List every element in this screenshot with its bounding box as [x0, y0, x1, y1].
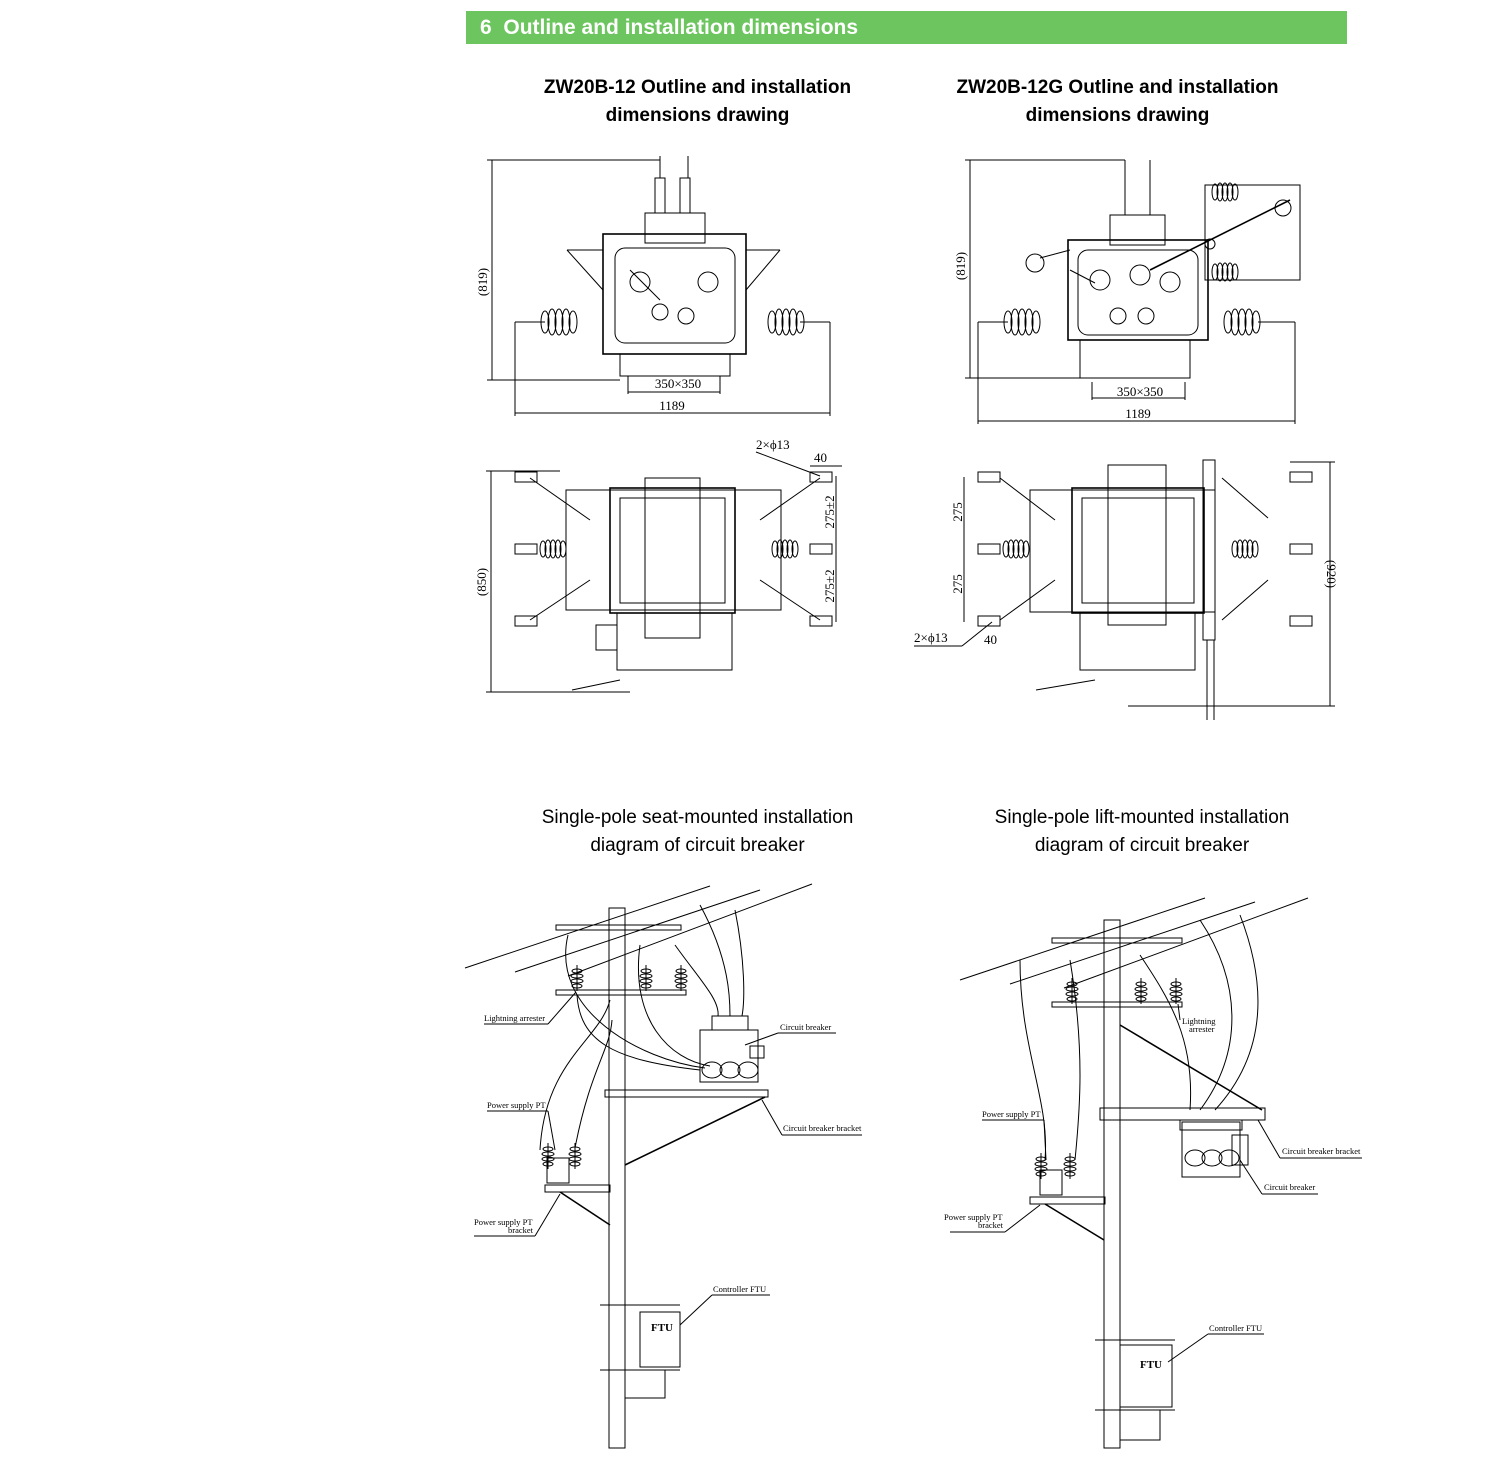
lift-label-arrester-2: arrester [1189, 1024, 1215, 1034]
zw20b12-spacing-top: 275±2 [822, 495, 837, 528]
zw20b12g-height-dim: (819) [953, 252, 968, 280]
zw20b12g-title: ZW20B-12G Outline and installation dimen… [956, 77, 1279, 126]
zw20b12-top-view: (850) 275±2 275±2 2×ϕ13 40 [474, 437, 842, 693]
lift-label-breaker: Circuit breaker [1264, 1182, 1315, 1192]
zw20b12-base-dim: 350×350 [655, 376, 701, 391]
seat-ftu-box-label: FTU [651, 1322, 673, 1334]
zw20b12-height-dim: (819) [475, 268, 490, 296]
seat-label-pt: Power supply PT [487, 1100, 546, 1110]
zw20b12-front-view: (819) 350×350 1189 [475, 156, 831, 416]
zw20b12g-depth-dim: (920) [1324, 560, 1339, 588]
zw20b12g-offset-dim: 40 [984, 632, 997, 647]
zw20b12-depth-dim: (850) [474, 568, 489, 596]
lift-label-ftu: Controller FTU [1209, 1323, 1262, 1333]
lift-label-pt-bracket-1: Power supply PT [944, 1212, 1003, 1222]
seat-label-arrester: Lightning arrester [484, 1013, 545, 1023]
zw20b12-title: ZW20B-12 Outline and installation dimens… [543, 77, 852, 126]
seat-label-bracket: Circuit breaker bracket [783, 1123, 862, 1133]
zw20b12g-hole-dim: 2×ϕ13 [914, 630, 948, 645]
lift-ftu-box-label: FTU [1140, 1359, 1162, 1371]
lift-mounted-diagram: FTU Lightning arrester Power supply PT C… [944, 897, 1362, 1449]
lift-label-arrester-1: Lightning [1182, 1016, 1216, 1026]
zw20b12g-width-dim: 1189 [1125, 406, 1151, 421]
lift-label-bracket: Circuit breaker bracket [1282, 1146, 1361, 1156]
seat-label-breaker: Circuit breaker [780, 1022, 831, 1032]
zw20b12-width-dim: 1189 [659, 398, 685, 413]
section-number: 6 [480, 16, 492, 39]
zw20b12-hole-dim: 2×ϕ13 [756, 437, 790, 452]
zw20b12g-base-dim: 350×350 [1117, 384, 1163, 399]
seat-label-pt-bracket-2: bracket [508, 1225, 534, 1235]
zw20b12g-spacing-top: 275 [950, 502, 965, 522]
zw20b12g-top-view: 275 275 2×ϕ13 40 (920) [914, 459, 1339, 720]
seat-mounted-diagram: FTU Lightning arrester Circuit breaker P… [464, 883, 862, 1449]
lift-mounted-title: Single-pole lift-mounted installation di… [994, 807, 1290, 856]
section-header: 6 Outline and installation dimensions [466, 11, 1347, 44]
lift-label-pt: Power supply PT [982, 1109, 1041, 1119]
zw20b12-spacing-bottom: 275±2 [822, 569, 837, 602]
seat-label-pt-bracket-1: Power supply PT [474, 1217, 533, 1227]
zw20b12g-front-view: (819) 350×350 1189 [953, 159, 1301, 424]
zw20b12-offset-dim: 40 [814, 450, 827, 465]
seat-label-ftu: Controller FTU [713, 1284, 766, 1294]
lift-label-pt-bracket-2: bracket [978, 1220, 1004, 1230]
seat-mounted-title: Single-pole seat-mounted installation di… [541, 807, 854, 856]
zw20b12g-spacing-bottom: 275 [950, 574, 965, 594]
section-title: Outline and installation dimensions [503, 16, 859, 39]
